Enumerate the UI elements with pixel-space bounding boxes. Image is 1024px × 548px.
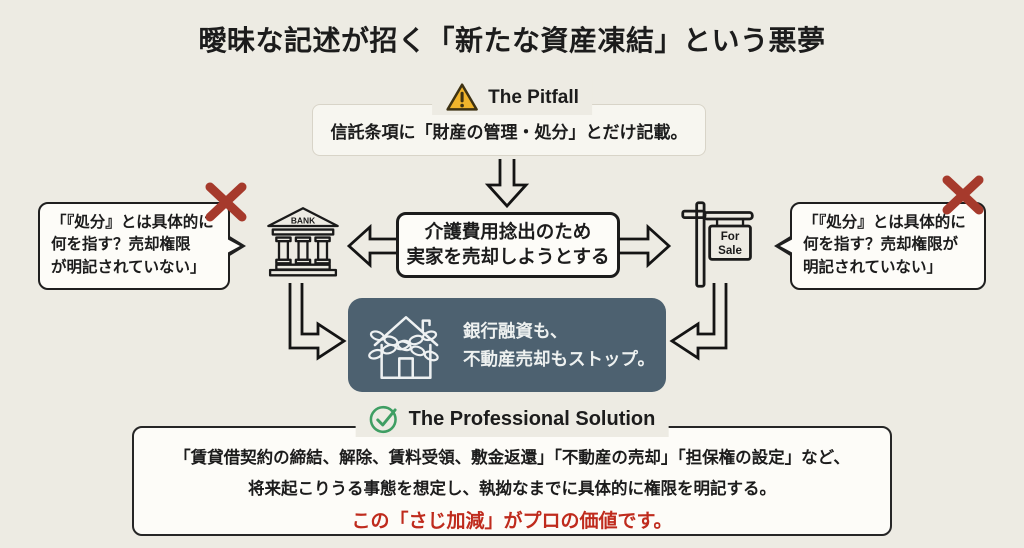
trigger-line: 介護費用捻出のため xyxy=(424,221,592,243)
pitfall-heading-label: The Pitfall xyxy=(488,86,579,108)
solution-heading: The Professional Solution xyxy=(355,402,669,437)
sale-sign-line2: Sale xyxy=(718,245,742,257)
trigger-line: 実家を売却しようとする xyxy=(406,246,610,267)
arrow-bent-down-left-icon xyxy=(668,282,730,378)
warning-triangle-icon xyxy=(445,82,479,113)
bubble-line: 「『処分』とは具体的に xyxy=(51,214,214,231)
trigger-box: 介護費用捻出のため 実家を売却しようとする xyxy=(396,212,620,278)
red-x-icon xyxy=(202,179,250,225)
objection-bubble-left: 「『処分』とは具体的に 何を指す？売却権限 が明記されていない」 xyxy=(38,202,246,290)
bubble-line: 明記されていない」 xyxy=(803,258,943,276)
bubble-tail xyxy=(780,239,793,253)
bubble-line: が明記されていない」 xyxy=(51,258,206,276)
freeze-line: 不動産売却もストップ。 xyxy=(463,349,655,369)
arrow-right-icon xyxy=(618,223,674,269)
solution-line-3: この「さじ加減」がプロの価値です。 xyxy=(351,511,673,532)
objection-bubble-right: 「『処分』とは具体的に 何を指す？売却権限が 明記されていない」 xyxy=(774,202,986,290)
bubble-tail xyxy=(227,239,240,253)
bubble-line: 何を指す？売却権限 xyxy=(51,236,191,254)
bank-label: BANK xyxy=(291,215,316,225)
pitfall-heading: The Pitfall xyxy=(432,80,592,115)
pitfall-text: 信託条項に「財産の管理・処分」とだけ記載。 xyxy=(330,122,688,142)
check-circle-icon xyxy=(369,404,400,435)
chained-house-icon xyxy=(364,303,448,387)
sale-sign-line1: For xyxy=(721,231,740,243)
arrow-down-icon xyxy=(484,158,530,208)
solution-line-1: 「賃貸借契約の締結、解除、賃料受領、敷金返還」「不動産の売却」「担保権の設定」な… xyxy=(174,449,850,467)
solution-heading-label: The Professional Solution xyxy=(408,408,656,430)
freeze-result-box: 銀行融資も、 不動産売却もストップ。 xyxy=(348,298,666,392)
freeze-line: 銀行融資も、 xyxy=(463,321,568,341)
bubble-line: 何を指す？売却権限が xyxy=(803,236,959,254)
solution-line-2: 将来起こりうる事態を想定し、執拗なまでに具体的に権限を明記する。 xyxy=(248,480,776,498)
page-title: 曖昧な記述が招く「新たな資産凍結」という悪夢 xyxy=(198,25,826,56)
red-x-icon xyxy=(939,172,987,218)
for-sale-sign-icon: For Sale xyxy=(678,200,758,289)
arrow-bent-down-right-icon xyxy=(286,282,348,378)
bubble-line: 「『処分』とは具体的に xyxy=(803,214,966,231)
arrow-left-icon xyxy=(344,223,400,269)
bank-building-icon: BANK xyxy=(263,205,343,279)
freeze-text: 銀行融資も、 不動産売却もストップ。 xyxy=(463,317,655,373)
solution-box: 「賃貸借契約の締結、解除、賃料受領、敷金返還」「不動産の売却」「担保権の設定」な… xyxy=(132,426,892,536)
